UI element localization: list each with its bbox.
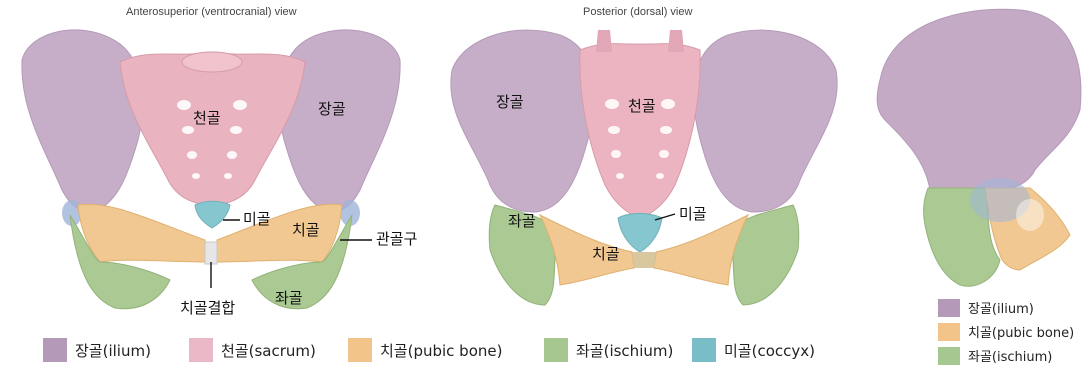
- legend-item-sacrum: 천골(sacrum): [189, 338, 316, 362]
- legend-swatch-ilium: [43, 338, 67, 362]
- anterior-view-title: Anterosuperior (ventrocranial) view: [126, 6, 297, 18]
- side-legend-item-pubic: 치골(pubic bone): [938, 322, 1074, 341]
- anterior-coccyx: [195, 201, 230, 228]
- anterior-pelvis: [22, 30, 400, 309]
- side-legend-swatch-ischium: [938, 347, 960, 365]
- posterior-label-sacrum: 천골: [628, 99, 656, 114]
- posterior-label-ischium: 좌골: [508, 214, 536, 229]
- legend-item-coccyx: 미골(coccyx): [692, 338, 815, 362]
- legend-item-pubic: 치골(pubic bone): [348, 338, 502, 362]
- lateral-ilium: [877, 9, 1081, 190]
- anterior-label-ischium: 좌골: [275, 291, 303, 306]
- posterior-right-ilium: [694, 30, 837, 212]
- legend-swatch-coccyx: [692, 338, 716, 362]
- posterior-label-coccyx: 미골: [679, 207, 707, 222]
- posterior-label-ilium: 장골: [496, 95, 524, 110]
- anterior-right-pubis: [215, 204, 342, 262]
- posterior-view-title: Posterior (dorsal) view: [583, 6, 692, 18]
- anterior-left-pubis: [78, 204, 207, 262]
- anterior-label-symphysis: 치골결합: [180, 301, 235, 316]
- anterior-label-acetabulum: 관골구: [376, 232, 417, 247]
- legend-item-ischium: 좌골(ischium): [544, 338, 673, 362]
- legend-swatch-pubic: [348, 338, 372, 362]
- side-legend-swatch-ilium: [938, 299, 960, 317]
- posterior-left-ilium: [451, 30, 594, 212]
- anterior-sacrum: [120, 52, 305, 205]
- legend-item-ilium: 장골(ilium): [43, 338, 151, 362]
- anterior-right-ilium: [279, 30, 400, 211]
- posterior-sacrum: [580, 44, 700, 218]
- legend-swatch-sacrum: [189, 338, 213, 362]
- anterior-label-ilium: 장골: [318, 102, 346, 117]
- anterior-left-ilium: [22, 30, 143, 211]
- anterior-label-sacrum: 천골: [193, 111, 221, 126]
- side-legend-swatch-pubic: [938, 323, 960, 341]
- anterior-label-coccyx: 미골: [243, 212, 271, 227]
- anterior-label-pubic: 치골: [292, 223, 320, 238]
- lateral-pelvis: [877, 9, 1081, 286]
- posterior-pelvis: [451, 30, 837, 305]
- posterior-label-pubic: 치골: [592, 247, 620, 262]
- side-legend-item-ilium: 장골(ilium): [938, 298, 1034, 317]
- side-legend-item-ischium: 좌골(ischium): [938, 346, 1052, 365]
- legend-swatch-ischium: [544, 338, 568, 362]
